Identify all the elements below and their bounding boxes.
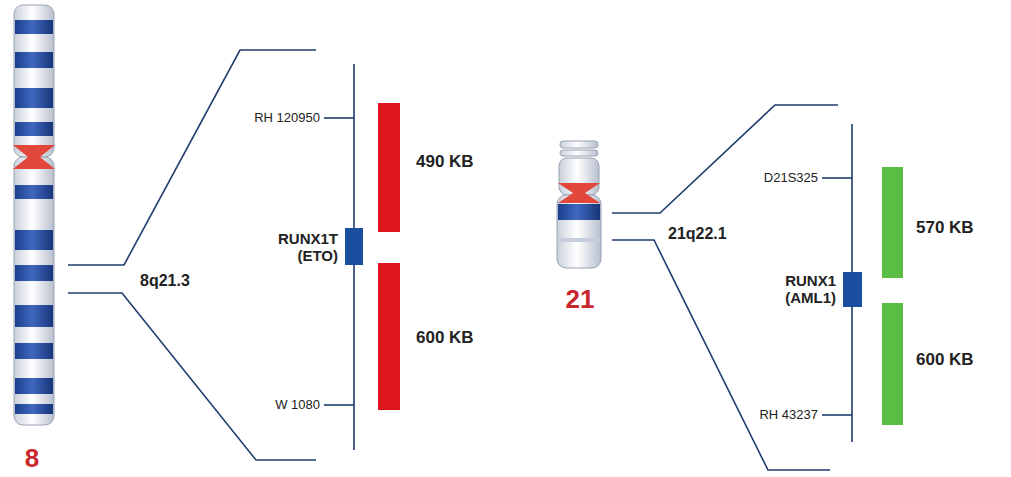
centromere	[558, 183, 600, 203]
q-arm	[14, 157, 54, 425]
band	[15, 185, 53, 199]
probe-bar	[378, 263, 400, 410]
band	[15, 230, 53, 250]
chromosome-number: 21	[566, 285, 595, 315]
probe-bar	[882, 303, 903, 425]
marker-name: W 1080	[275, 398, 320, 413]
tick	[324, 117, 354, 119]
gene-box	[345, 228, 363, 265]
marker-name: D21S325	[764, 171, 818, 186]
tick	[822, 177, 852, 179]
chromosome-21	[557, 141, 601, 268]
gene-box	[843, 272, 862, 307]
band	[15, 378, 53, 394]
gene-name: RUNX1T (ETO)	[278, 230, 338, 265]
band	[558, 204, 600, 220]
band	[558, 238, 600, 242]
size-label: 490 KB	[416, 152, 474, 172]
satellite	[560, 150, 598, 156]
zoom-lines	[612, 105, 852, 470]
chromosome-8	[13, 5, 55, 425]
band	[15, 305, 53, 327]
size-label: 600 KB	[416, 328, 474, 348]
zoom-lines	[68, 50, 354, 460]
band	[15, 52, 53, 68]
q-arm	[557, 195, 601, 268]
probe-bar	[378, 103, 400, 232]
size-label: 600 KB	[916, 350, 974, 370]
band-label: 21q22.1	[668, 225, 727, 243]
band	[15, 20, 53, 34]
probe-bar	[882, 167, 903, 278]
gene-name: RUNX1 (AML1)	[785, 272, 836, 307]
marker-name: RH 120950	[254, 111, 320, 126]
chromosome-number: 8	[25, 444, 39, 474]
zoom-line	[612, 105, 838, 213]
zoom-line	[68, 293, 316, 460]
band	[15, 122, 53, 136]
marker-name: RH 43237	[759, 408, 818, 423]
p-arm	[14, 5, 54, 157]
band	[15, 404, 53, 414]
band	[15, 343, 53, 359]
band-label: 8q21.3	[140, 272, 190, 290]
centromere	[13, 145, 55, 169]
tick	[324, 404, 354, 406]
tick	[822, 414, 852, 416]
band	[15, 88, 53, 108]
satellite	[560, 141, 598, 148]
size-label: 570 KB	[916, 218, 974, 238]
band	[15, 265, 53, 281]
